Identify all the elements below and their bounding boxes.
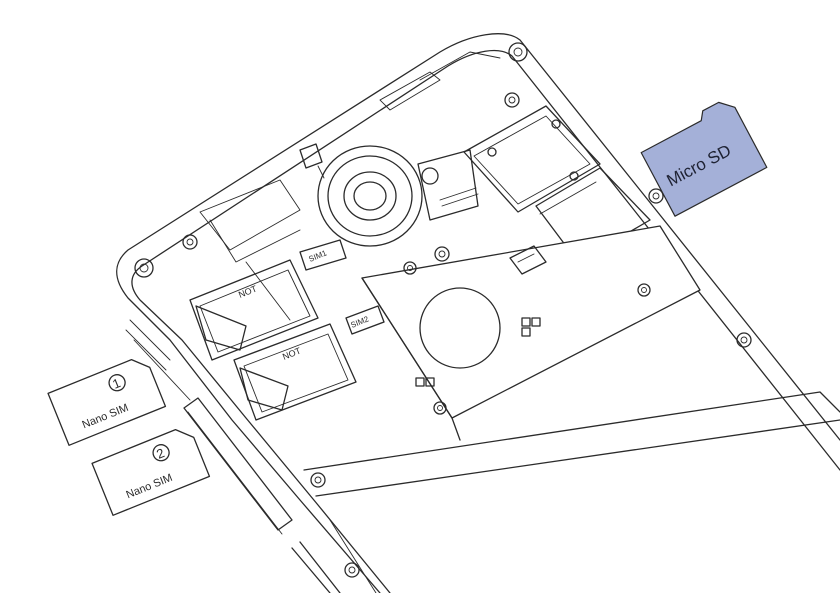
sim-slot-2: NOT SIM2	[233, 305, 385, 421]
nano-sim-2-body	[91, 429, 211, 516]
phone-frame	[116, 33, 840, 593]
sim-slot-1: NOT SIM1	[189, 239, 347, 361]
speaker-circle	[419, 287, 501, 369]
micro-sd-card: Micro SD	[640, 101, 768, 217]
top-board	[199, 143, 479, 321]
shield-plate	[361, 225, 701, 441]
tray-label-1: NOT	[237, 283, 259, 300]
nano-sim-card-2: 2 Nano SIM	[91, 429, 211, 516]
nano-sim-1-body	[47, 359, 167, 446]
camera-module	[317, 145, 423, 247]
top-connector	[417, 149, 479, 221]
sim1-label: SIM1	[307, 248, 328, 264]
lower-chassis	[303, 391, 840, 593]
sim2-label: SIM2	[349, 314, 370, 330]
tray-label-2: NOT	[281, 345, 303, 362]
flash-icon	[299, 143, 323, 169]
micro-sd-card-body	[640, 101, 768, 217]
nano-sim-card-1: 1 Nano SIM	[47, 359, 167, 446]
